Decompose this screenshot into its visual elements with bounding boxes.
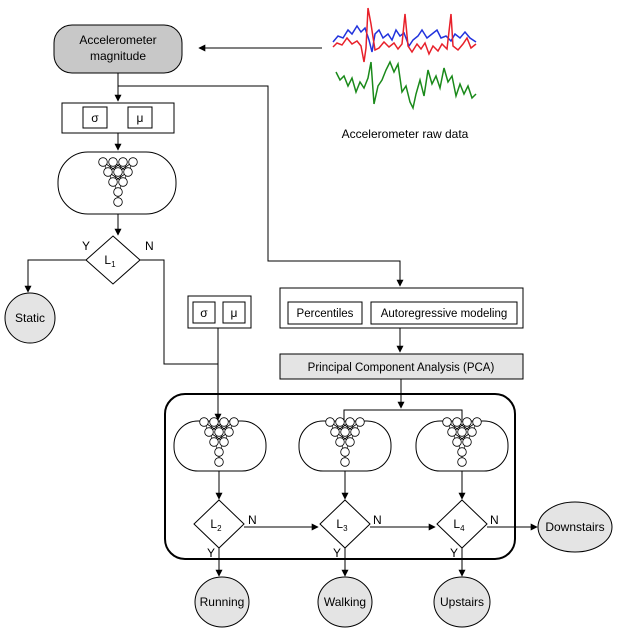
raw-data-label: Accelerometer raw data	[342, 127, 469, 141]
sigma-box-2	[192, 301, 216, 324]
decision-l4-yes: Y	[450, 546, 458, 560]
source-to-features-connector	[118, 85, 404, 287]
sigma-label-2: σ	[200, 306, 208, 320]
bracket-connector	[343, 409, 463, 420]
output-static	[4, 292, 56, 344]
decision-l4-label: L4	[453, 517, 465, 533]
output-running	[194, 576, 250, 628]
output-downstairs	[537, 501, 613, 553]
source-line-1: Accelerometer	[79, 33, 156, 47]
decision-l1	[85, 235, 141, 285]
pca-label: Principal Component Analysis (PCA)	[308, 362, 495, 374]
output-running-label: Running	[200, 595, 245, 609]
sigma-box-1	[82, 106, 108, 129]
stats-box-1	[61, 102, 175, 134]
decision-l4-no: N	[490, 513, 499, 527]
decision-l3-label: L3	[336, 517, 348, 533]
decision-l2-label: L2	[210, 517, 222, 533]
output-downstairs-label: Downstairs	[545, 520, 604, 534]
decision-l3-no: N	[373, 513, 382, 527]
signal-green-trace	[335, 60, 477, 111]
decision-l2-yes: Y	[207, 546, 215, 560]
decision-l1-no: N	[145, 239, 154, 253]
decision-l1-label: L1	[104, 253, 116, 269]
signal-blue-trace	[332, 24, 477, 53]
output-walking	[317, 576, 373, 628]
classifier-container	[164, 393, 516, 560]
l1-no-connector	[140, 259, 218, 365]
mu-label-1: μ	[137, 111, 144, 125]
output-static-label: Static	[15, 311, 45, 325]
decision-l3-yes: Y	[333, 546, 341, 560]
signal-red-trace	[332, 7, 477, 63]
mu-label-2: μ	[231, 306, 238, 320]
mu-box-2	[222, 301, 246, 324]
output-upstairs-label: Upstairs	[440, 595, 484, 609]
l1-to-static-arrow	[24, 259, 86, 293]
pca-box	[279, 353, 524, 380]
source-line-2: magnitude	[90, 49, 146, 63]
output-walking-label: Walking	[324, 595, 366, 609]
mu-box-1	[127, 106, 153, 129]
decision-l2-no: N	[248, 513, 257, 527]
decision-l1-yes: Y	[82, 239, 90, 253]
percentiles-box	[287, 301, 363, 325]
percentiles-label: Percentiles	[297, 308, 354, 320]
output-upstairs	[433, 576, 491, 628]
autoregressive-box	[370, 301, 518, 325]
autoregressive-label: Autoregressive modeling	[381, 308, 508, 320]
sigma-label-1: σ	[91, 111, 99, 125]
raw-signal-plot: Accelerometer raw data	[332, 7, 477, 141]
